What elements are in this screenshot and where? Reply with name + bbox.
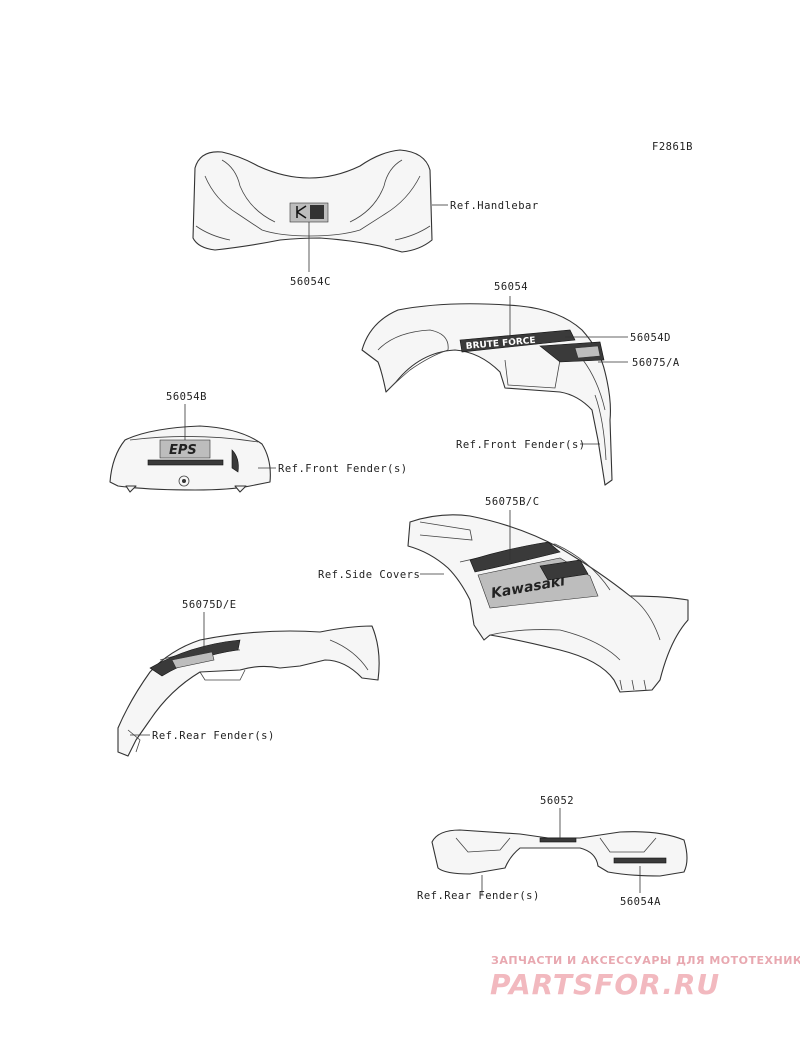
- ref-handlebar-label: Ref.Handlebar: [450, 200, 539, 212]
- side-stripe-decal: [469, 541, 561, 573]
- label-56054A: 56054A: [620, 896, 661, 908]
- svg-text:EPS: EPS: [169, 443, 197, 458]
- side-cover: Kawasaki: [407, 514, 689, 693]
- front-fender-right: BRUTE FORCE: [361, 303, 613, 486]
- label-56075BC: 56075B/C: [485, 496, 540, 508]
- ref-front-fender-right-label: Ref.Front Fender(s): [456, 439, 586, 451]
- watermark: ЗАПЧАСТИ И АКСЕССУАРЫ ДЛЯ МОТОТЕХНИКИ PA…: [490, 954, 800, 1001]
- handlebar-cover: [192, 149, 433, 253]
- label-56054C: 56054C: [290, 276, 331, 288]
- rear-fender-left: [117, 625, 380, 757]
- label-56075DE: 56075D/E: [182, 599, 237, 611]
- label-56054B: 56054B: [166, 391, 207, 403]
- figure-code: F2861B: [652, 141, 693, 153]
- front-center-cover: EPS: [109, 425, 271, 493]
- label-56054: 56054: [494, 281, 528, 293]
- label-56054D: 56054D: [630, 332, 671, 344]
- ref-front-fender-left-label: Ref.Front Fender(s): [278, 463, 408, 475]
- right-rear-decal: [613, 857, 667, 864]
- ref-side-covers-label: Ref.Side Covers: [318, 569, 420, 581]
- label-56052: 56052: [540, 795, 574, 807]
- center-decal: [539, 837, 577, 843]
- label-56075A: 56075/A: [632, 357, 680, 369]
- rear-fender-bottom: [431, 829, 688, 877]
- watermark-subtitle: ЗАПЧАСТИ И АКСЕССУАРЫ ДЛЯ МОТОТЕХНИКИ: [491, 954, 800, 967]
- ref-rear-fender-bottom-label: Ref.Rear Fender(s): [417, 890, 540, 902]
- watermark-brand: PARTSFOR.RU: [490, 968, 720, 1001]
- brute-force-decal: [459, 329, 576, 353]
- ref-rear-fender-left-label: Ref.Rear Fender(s): [152, 730, 275, 742]
